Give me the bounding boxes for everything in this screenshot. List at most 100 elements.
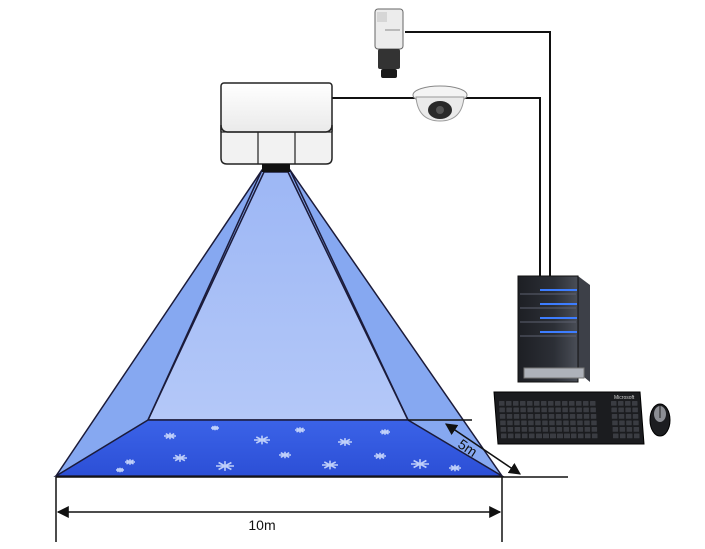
keyboard-key xyxy=(618,401,624,406)
keyboard-key xyxy=(577,427,584,432)
keyboard-key xyxy=(555,401,561,406)
keyboard-key xyxy=(619,427,626,432)
keyboard-key xyxy=(618,407,624,413)
keyboard-key xyxy=(548,401,554,406)
floor-sparkles xyxy=(116,425,461,473)
keyboard-key xyxy=(633,420,639,426)
keyboard-key xyxy=(513,414,520,419)
keyboard-key xyxy=(633,427,640,432)
keyboard-key xyxy=(583,407,589,413)
keyboard-key xyxy=(563,420,569,426)
keyboard-key xyxy=(535,427,542,432)
keyboard-key xyxy=(506,414,513,419)
keyboard-key xyxy=(507,427,514,432)
keyboard-key xyxy=(562,401,568,406)
box-camera-cable xyxy=(405,31,551,278)
keyboard-brand-label: Microsoft xyxy=(614,395,635,401)
keyboard-key xyxy=(592,433,598,439)
keyboard-key xyxy=(548,407,554,413)
width-dimension-label: 10m xyxy=(248,517,275,533)
keyboard-key xyxy=(508,433,514,439)
keyboard-key xyxy=(556,420,562,426)
sparkle xyxy=(211,425,219,431)
keyboard-key xyxy=(625,414,632,419)
keyboard-key xyxy=(513,401,519,406)
pc-tower-icon xyxy=(517,275,590,383)
sparkle xyxy=(173,454,187,462)
keyboard-key xyxy=(577,420,583,426)
keyboard-key xyxy=(578,433,584,439)
keyboard-icon: Microsoft xyxy=(493,391,645,445)
keyboard-key xyxy=(536,433,542,439)
light-beam xyxy=(53,169,505,477)
keyboard-key xyxy=(541,414,548,419)
keyboard-key xyxy=(584,420,590,426)
keyboard-key xyxy=(514,427,521,432)
keyboard-key xyxy=(590,407,596,413)
keyboard-key xyxy=(520,407,526,413)
keyboard-key xyxy=(626,420,632,426)
keyboard-key xyxy=(535,420,541,426)
keyboard-key xyxy=(514,420,520,426)
keyboard-key xyxy=(507,420,513,426)
keyboard-key xyxy=(541,401,547,406)
sparkle xyxy=(374,452,386,460)
sparkle xyxy=(338,438,352,446)
keyboard-key xyxy=(555,414,562,419)
sparkle xyxy=(322,460,338,470)
keyboard-key xyxy=(613,433,619,439)
keyboard-key xyxy=(534,414,541,419)
keyboard-key xyxy=(625,401,631,406)
mouse-icon xyxy=(649,403,671,437)
keyboard-key xyxy=(569,414,576,419)
keyboard-key xyxy=(527,401,533,406)
keyboard-key xyxy=(521,427,528,432)
sparkle xyxy=(164,432,176,440)
keyboard-key xyxy=(585,433,591,439)
keyboard-key xyxy=(627,433,633,439)
keyboard-key xyxy=(576,407,582,413)
keyboard-key xyxy=(528,427,535,432)
keyboard-key xyxy=(584,427,591,432)
keyboard-key xyxy=(534,401,540,406)
keyboard-key xyxy=(549,420,555,426)
keyboard-key xyxy=(543,433,549,439)
keyboard-key xyxy=(527,414,534,419)
keyboard-key xyxy=(583,414,590,419)
keyboard-key xyxy=(626,427,633,432)
box-camera-icon xyxy=(374,8,404,78)
tower-led-strips xyxy=(540,289,577,333)
keyboard-key xyxy=(499,401,505,406)
sparkle xyxy=(411,459,429,469)
keyboard-key xyxy=(619,420,625,426)
projector-cable xyxy=(332,97,541,278)
sparkle xyxy=(380,429,390,435)
keyboard-key xyxy=(564,433,570,439)
keyboard-key xyxy=(499,407,505,413)
cable-wires xyxy=(332,31,551,278)
keyboard-key xyxy=(562,414,569,419)
keyboard-key xyxy=(522,433,528,439)
keyboard-key xyxy=(555,407,561,413)
keyboard-key xyxy=(583,401,589,406)
keyboard-key xyxy=(548,414,555,419)
keyboard-key xyxy=(576,401,582,406)
keyboard-key xyxy=(556,427,563,432)
keyboard-key xyxy=(542,420,548,426)
keyboard-key xyxy=(529,433,535,439)
keyboard-key xyxy=(576,414,583,419)
keyboard-key xyxy=(563,427,570,432)
sparkle xyxy=(216,461,234,471)
keyboard-key xyxy=(632,401,638,406)
keyboard-key xyxy=(542,427,549,432)
keyboard-key xyxy=(611,414,618,419)
keyboard-key xyxy=(591,420,597,426)
keyboard-key xyxy=(515,433,521,439)
keyboard-key xyxy=(499,414,506,419)
keyboard-key xyxy=(500,427,507,432)
keyboard-key xyxy=(550,433,556,439)
keyboard-key xyxy=(591,427,598,432)
sparkle xyxy=(125,459,135,465)
keyboard-key xyxy=(557,433,563,439)
